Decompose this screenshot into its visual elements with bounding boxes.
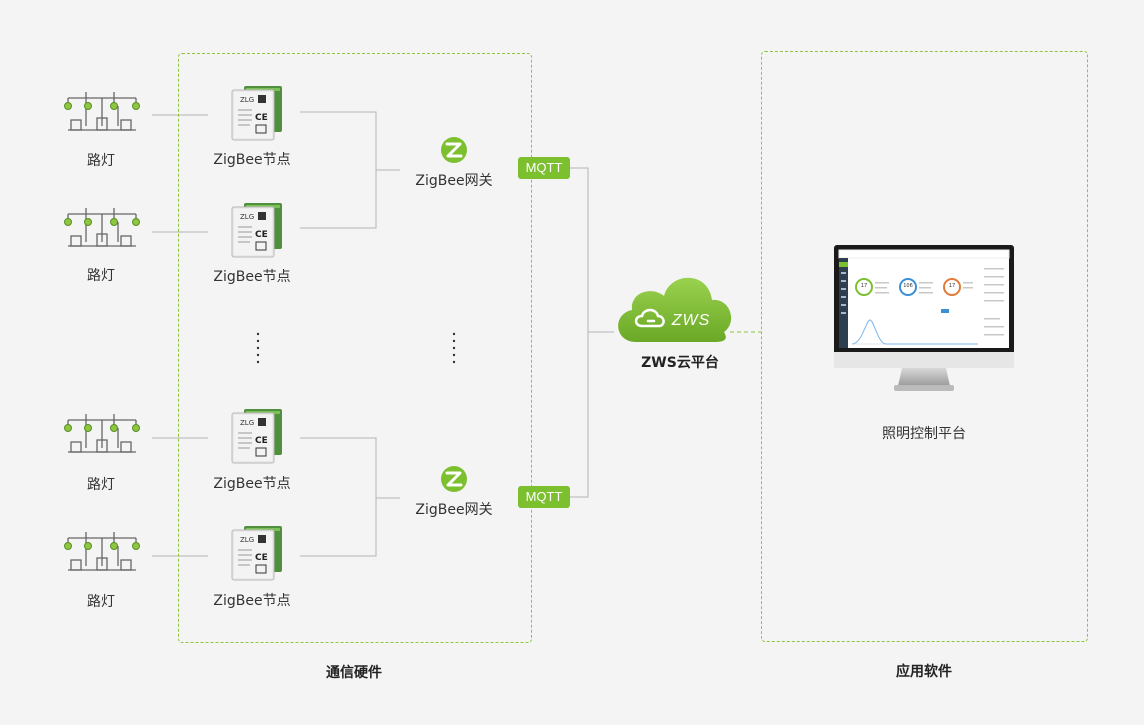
zigbee-node-label: ZigBee节点 — [213, 476, 291, 492]
street-light-label: 路灯 — [87, 268, 115, 284]
mqtt-badge: MQTT — [518, 157, 570, 179]
platform-label: 照明控制平台 — [882, 426, 966, 442]
gauge-value: 17 — [860, 283, 868, 289]
zigbee-gateway-label: ZigBee网关 — [415, 502, 493, 518]
hardware-box — [178, 53, 532, 643]
zigbee-node-label: ZigBee节点 — [213, 269, 291, 285]
zigbee-node-label: ZigBee节点 — [213, 152, 291, 168]
street-light-label: 路灯 — [87, 153, 115, 169]
street-light-label: 路灯 — [87, 594, 115, 610]
gauge-value: 17 — [948, 283, 956, 289]
zigbee-gateway-label: ZigBee网关 — [415, 173, 493, 189]
cloud-label: ZWS云平台 — [641, 355, 719, 371]
mqtt-badge: MQTT — [518, 486, 570, 508]
gauge-value: 106 — [903, 283, 913, 289]
software-section-title: 应用软件 — [896, 664, 952, 680]
zigbee-node-label: ZigBee节点 — [213, 593, 291, 609]
hardware-section-title: 通信硬件 — [326, 665, 382, 681]
software-box — [761, 51, 1088, 642]
cloud-logo-text: ZWS — [671, 312, 711, 329]
street-light-label: 路灯 — [87, 477, 115, 493]
